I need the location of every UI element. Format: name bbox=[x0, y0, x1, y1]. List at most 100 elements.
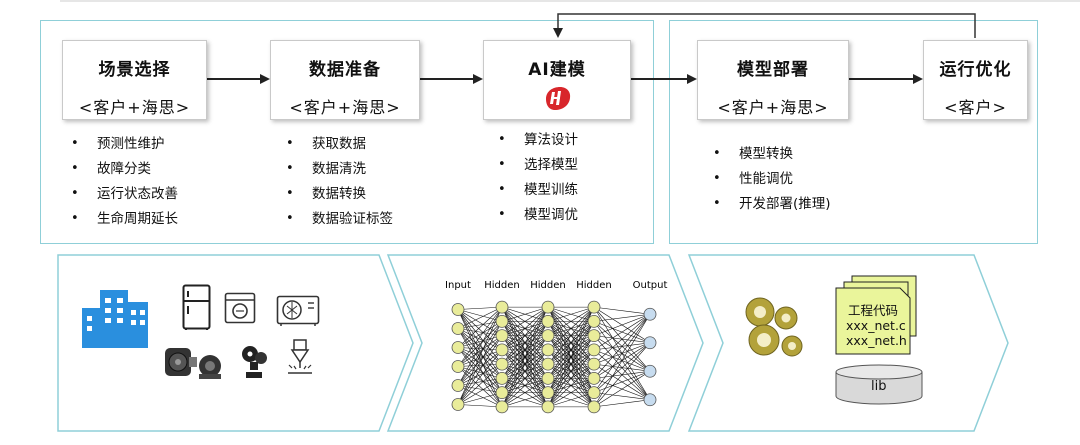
nn-node bbox=[451, 322, 465, 335]
file-name-h: xxx_net.h bbox=[846, 333, 907, 348]
nn-node bbox=[541, 386, 555, 400]
nn-connection bbox=[457, 307, 503, 405]
nn-connection bbox=[501, 306, 549, 408]
list-item: 模型训练 bbox=[498, 180, 578, 205]
nn-connection bbox=[593, 314, 651, 393]
nn-connection bbox=[457, 335, 503, 386]
nn-layer-label: Output bbox=[633, 280, 668, 291]
nn-connection bbox=[593, 306, 651, 315]
nn-node bbox=[587, 386, 601, 400]
nn-connection bbox=[457, 321, 503, 405]
nn-node bbox=[541, 357, 555, 371]
nn-connection bbox=[457, 363, 503, 367]
nn-node bbox=[541, 314, 555, 328]
nn-connection bbox=[593, 314, 651, 365]
nn-connection bbox=[457, 309, 503, 322]
list-item: 算法设计 bbox=[498, 130, 578, 155]
motor-icon bbox=[165, 348, 221, 379]
list-item: 模型转换 bbox=[713, 144, 831, 169]
list-item: 数据验证标签 bbox=[286, 209, 393, 234]
nn-connection bbox=[501, 321, 549, 408]
stage-title: AI建模 bbox=[528, 60, 586, 80]
nn-connection bbox=[457, 404, 503, 408]
nn-connection bbox=[593, 314, 651, 408]
nn-node bbox=[643, 336, 657, 350]
nn-layer-label: Input bbox=[445, 280, 471, 291]
nn-connection bbox=[547, 378, 595, 408]
deploy-task-list: 模型转换 性能调优 开发部署(推理) bbox=[713, 144, 831, 219]
nn-connection bbox=[457, 347, 503, 351]
industrial-scenarios-chevron bbox=[57, 254, 414, 432]
robot-arm-icon bbox=[242, 346, 267, 378]
nn-connection bbox=[457, 385, 503, 408]
stage-owner: <客户+海思> bbox=[289, 98, 401, 117]
nn-layer-label: Hidden bbox=[576, 280, 611, 291]
nn-connection bbox=[457, 321, 503, 386]
nn-node bbox=[587, 400, 601, 414]
nn-node bbox=[451, 303, 465, 316]
library-label: lib bbox=[871, 379, 887, 394]
nn-connection bbox=[457, 321, 503, 367]
stage-title: 模型部署 bbox=[737, 60, 809, 80]
nn-connection bbox=[593, 313, 651, 336]
nn-node bbox=[541, 371, 555, 385]
nn-connection bbox=[457, 306, 503, 386]
stage-owner: <客户+海思> bbox=[717, 98, 829, 117]
nn-node bbox=[495, 371, 509, 385]
nn-connection bbox=[547, 321, 595, 408]
list-item: 预测性维护 bbox=[71, 134, 178, 159]
nn-node bbox=[541, 400, 555, 414]
nn-node bbox=[541, 329, 555, 343]
stage-ai-modeling: AI建模 bbox=[483, 40, 631, 120]
modeling-task-list: 算法设计 选择模型 模型训练 模型调优 bbox=[498, 130, 578, 230]
nn-connection bbox=[501, 306, 549, 365]
nn-node bbox=[587, 300, 601, 314]
nn-node bbox=[587, 371, 601, 385]
nn-connection bbox=[547, 306, 595, 408]
nn-connection bbox=[457, 349, 503, 367]
nn-node bbox=[587, 357, 601, 371]
stage-title: 数据准备 bbox=[309, 60, 381, 80]
nn-node bbox=[495, 300, 509, 314]
nn-connection bbox=[457, 366, 503, 408]
nn-connection bbox=[457, 392, 503, 405]
nn-connection bbox=[457, 349, 503, 386]
nn-connection bbox=[501, 306, 549, 379]
nn-node bbox=[587, 343, 601, 357]
nn-node bbox=[451, 341, 465, 354]
nn-connection bbox=[457, 328, 503, 336]
nn-connection bbox=[547, 306, 595, 393]
nn-node bbox=[495, 357, 509, 371]
nn-node bbox=[451, 360, 465, 373]
nn-connection bbox=[593, 314, 651, 379]
stage-run-optimization: 运行优化 <客户> bbox=[923, 40, 1028, 120]
nn-connection bbox=[501, 306, 549, 322]
nn-connection bbox=[457, 328, 503, 351]
nn-connection bbox=[593, 392, 651, 401]
file-title: 工程代码 bbox=[848, 303, 899, 318]
nn-connection bbox=[547, 392, 595, 408]
nn-node bbox=[587, 314, 601, 328]
nn-connection bbox=[547, 349, 595, 408]
washing-machine-icon bbox=[224, 292, 256, 324]
nn-connection bbox=[457, 385, 503, 393]
nn-connection bbox=[593, 370, 651, 408]
nn-connection bbox=[501, 363, 549, 408]
feedback-loop-arrow bbox=[553, 13, 976, 38]
nn-connection bbox=[457, 309, 503, 351]
list-item: 模型调优 bbox=[498, 205, 578, 230]
nn-connection bbox=[457, 378, 503, 386]
nn-node bbox=[495, 400, 509, 414]
nn-connection bbox=[457, 335, 503, 405]
nn-node bbox=[495, 314, 509, 328]
nn-node bbox=[643, 393, 657, 407]
hisilicon-logo-icon bbox=[546, 87, 571, 110]
stage-owner: <客户+海思> bbox=[78, 98, 191, 117]
nn-node bbox=[451, 398, 465, 411]
nn-connection bbox=[547, 306, 595, 336]
stage-title: 运行优化 bbox=[939, 60, 1012, 80]
list-item: 性能调优 bbox=[713, 169, 831, 194]
data-task-list: 获取数据 数据清洗 数据转换 数据验证标签 bbox=[286, 134, 393, 234]
air-conditioner-unit-icon bbox=[276, 295, 320, 326]
